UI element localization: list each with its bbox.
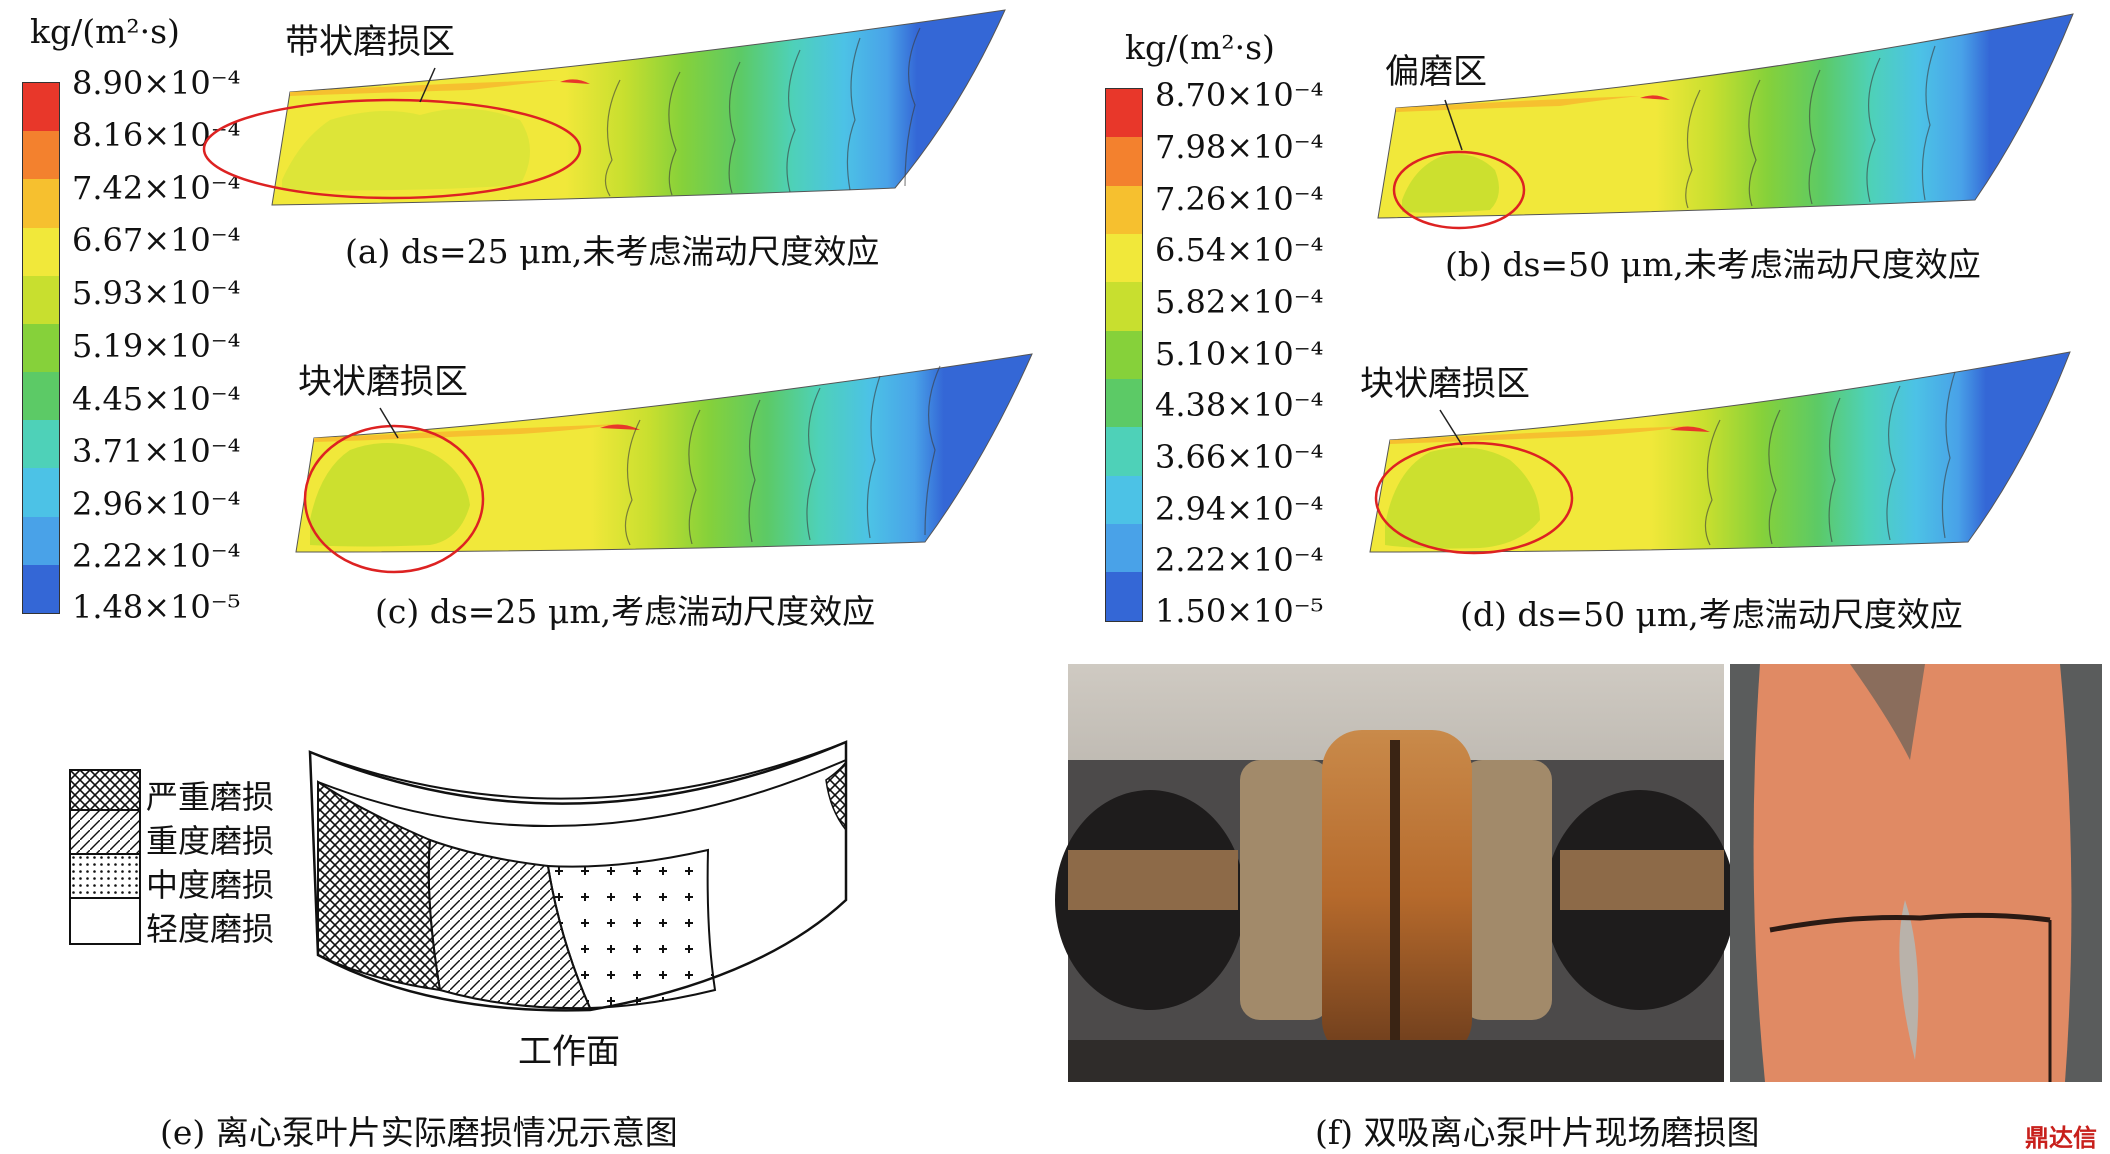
colorbar-left-tick: 5.19×10⁻⁴ (72, 327, 241, 365)
colorbar-right-tick: 7.98×10⁻⁴ (1155, 128, 1324, 166)
caption-a: (a) ds=25 μm,未考虑湍动尺度效应 (345, 232, 880, 271)
colorbar-right-tick: 2.22×10⁻⁴ (1155, 541, 1324, 579)
colorbar-right-tick: 3.66×10⁻⁴ (1155, 438, 1324, 476)
colorbar-left-tick: 1.48×10⁻⁵ (72, 588, 241, 626)
caption-b: (b) ds=50 μm,未考虑湍动尺度效应 (1445, 245, 1981, 284)
colorbar-right-tick: 2.94×10⁻⁴ (1155, 490, 1324, 528)
annotation-a: 带状磨损区 (285, 22, 455, 62)
annotation-c: 块状磨损区 (298, 362, 468, 402)
colorbar-right-tick: 5.10×10⁻⁴ (1155, 335, 1324, 373)
colorbar-left-tick: 7.42×10⁻⁴ (72, 169, 241, 207)
colorbar-left (22, 82, 60, 614)
colorbar-left-tick: 4.45×10⁻⁴ (72, 380, 241, 418)
caption-c: (c) ds=25 μm,考虑湍动尺度效应 (375, 592, 876, 631)
colorbar-left-unit: kg/(m²·s) (30, 12, 180, 51)
colorbar-left-tick: 3.71×10⁻⁴ (72, 432, 241, 470)
colorbar-left-tick: 2.22×10⁻⁴ (72, 537, 241, 575)
colorbar-right-tick: 4.38×10⁻⁴ (1155, 386, 1324, 424)
legend-light-label: 轻度磨损 (146, 910, 275, 948)
colorbar-left-tick: 2.96×10⁻⁴ (72, 485, 241, 523)
colorbar-right-tick: 8.70×10⁻⁴ (1155, 76, 1324, 114)
legend-medium-label: 中度磨损 (146, 866, 275, 904)
working-surface-label: 工作面 (518, 1032, 620, 1072)
annotation-d: 块状磨损区 (1360, 364, 1530, 404)
caption-f: (f) 双吸离心泵叶片现场磨损图 (1315, 1113, 1760, 1152)
colorbar-right-tick: 6.54×10⁻⁴ (1155, 231, 1324, 269)
watermark-logo: 鼎达信 (2025, 1124, 2097, 1152)
annotation-b: 偏磨区 (1385, 52, 1487, 92)
colorbar-right-tick: 5.82×10⁻⁴ (1155, 283, 1324, 321)
caption-e: (e) 离心泵叶片实际磨损情况示意图 (160, 1113, 678, 1152)
colorbar-right-unit: kg/(m²·s) (1125, 28, 1275, 67)
colorbar-right-tick: 7.26×10⁻⁴ (1155, 180, 1324, 218)
colorbar-right-tick: 1.50×10⁻⁵ (1155, 592, 1324, 630)
legend-severe-label: 严重磨损 (146, 778, 275, 816)
colorbar-left-tick: 6.67×10⁻⁴ (72, 221, 241, 259)
caption-d: (d) ds=50 μm,考虑湍动尺度效应 (1460, 595, 1963, 634)
colorbar-right (1105, 88, 1143, 622)
colorbar-left-tick: 8.90×10⁻⁴ (72, 64, 241, 102)
legend-heavy-label: 重度磨损 (146, 822, 275, 860)
colorbar-left-tick: 5.93×10⁻⁴ (72, 274, 241, 312)
